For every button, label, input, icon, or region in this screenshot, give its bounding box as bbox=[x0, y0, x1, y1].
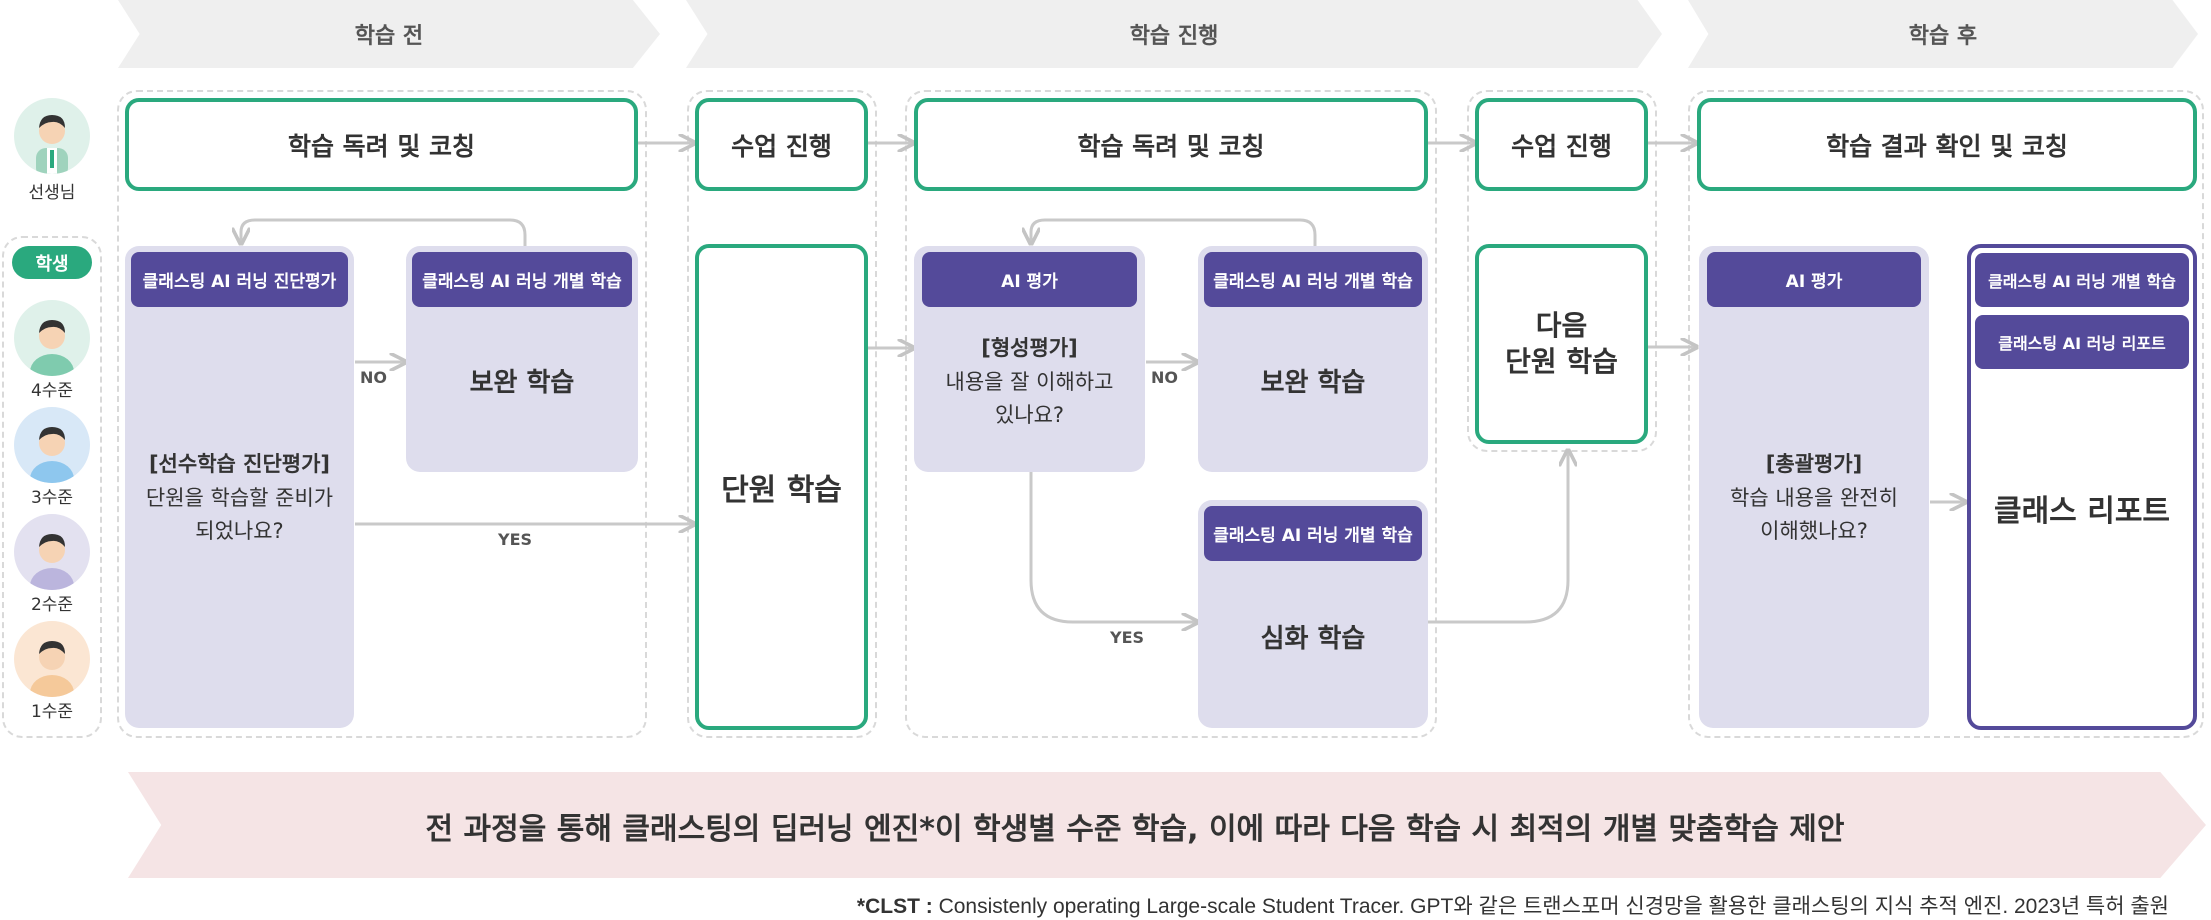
tag-individual-1: 클래스팅 AI 러닝 개별 학습 bbox=[412, 252, 632, 307]
label-yes-2: YES bbox=[1110, 628, 1145, 647]
section-before bbox=[117, 90, 647, 738]
phase-after: 학습 후 bbox=[1688, 0, 2198, 68]
tag-ai-report: 클래스팅 AI 러닝 리포트 bbox=[1975, 315, 2189, 369]
section-after bbox=[1688, 90, 2204, 738]
diagnostic-body-2: 되었나요? bbox=[195, 519, 284, 544]
level2-label: 2수준 bbox=[30, 595, 74, 615]
formative-body-1: 내용을 잘 이해하고 bbox=[945, 369, 1114, 394]
level4-label: 4수준 bbox=[30, 381, 74, 401]
level1-label: 1수준 bbox=[30, 702, 74, 722]
tag-ai-eval-2: AI 평가 bbox=[1707, 252, 1921, 307]
arrow-form-yes bbox=[1029, 472, 1196, 622]
header-coaching-during: 학습 독려 및 코칭 bbox=[914, 98, 1428, 191]
card-diagnostic: 클래스팅 AI 러닝 진단평가 [선수학습 진단평가] 단원을 학습할 준비가 … bbox=[125, 246, 354, 728]
footnote: *CLST : Consistenly operating Large-scal… bbox=[857, 890, 2169, 920]
summative-title: [총괄평가] bbox=[1765, 452, 1863, 476]
tag-ai-eval-2-label: AI 평가 bbox=[1785, 272, 1843, 292]
header-result-coaching-label: 학습 결과 확인 및 코칭 bbox=[1826, 131, 2068, 161]
arrow-deep-to-next bbox=[1428, 452, 1568, 624]
card-supplement-before: 클래스팅 AI 러닝 개별 학습 보완 학습 bbox=[406, 246, 638, 472]
phase-after-label: 학습 후 bbox=[1908, 24, 1978, 49]
students-group bbox=[2, 236, 102, 738]
card-advanced: 클래스팅 AI 러닝 개별 학습 심화 학습 bbox=[1198, 500, 1428, 728]
summary-banner-text: 전 과정을 통해 클래스팅의 딥러닝 엔진*이 학생별 수준 학습, 이에 따라… bbox=[425, 812, 1845, 847]
student-level4-avatar bbox=[14, 300, 90, 376]
section-coaching2 bbox=[905, 90, 1437, 738]
student-level1-avatar bbox=[14, 621, 90, 697]
diagnostic-body-1: 단원을 학습할 준비가 bbox=[145, 485, 334, 510]
next-unit-line-2: 단원 학습 bbox=[1505, 345, 1618, 378]
arrow-supp2-loop bbox=[1031, 218, 1317, 246]
header-coaching-before-label: 학습 독려 및 코칭 bbox=[287, 131, 476, 161]
teacher-icon bbox=[36, 115, 68, 174]
tag-individual-2: 클래스팅 AI 러닝 개별 학습 bbox=[1204, 252, 1422, 307]
card-supplement-during: 클래스팅 AI 러닝 개별 학습 보완 학습 bbox=[1198, 246, 1428, 472]
student-level2-avatar bbox=[14, 514, 90, 590]
formative-title: [형성평가] bbox=[981, 336, 1078, 360]
phase-before: 학습 전 bbox=[118, 0, 660, 68]
label-no-1: NO bbox=[360, 368, 387, 387]
student-level3-avatar bbox=[14, 407, 90, 483]
formative-text: [형성평가] 내용을 잘 이해하고 있나요? bbox=[914, 332, 1145, 433]
label-yes-1: YES bbox=[498, 530, 533, 549]
footnote-term: *CLST : bbox=[856, 895, 933, 918]
teacher-avatar bbox=[14, 98, 90, 174]
supplement-before-label: 보완 학습 bbox=[469, 368, 575, 398]
supplement-during-label: 보완 학습 bbox=[1260, 368, 1366, 398]
student-icon bbox=[30, 534, 74, 590]
diagnostic-text: [선수학습 진단평가] 단원을 학습할 준비가 되었나요? bbox=[125, 448, 354, 549]
student-badge-label: 학생 bbox=[35, 253, 69, 275]
summative-body-1: 학습 내용을 완전히 bbox=[1730, 485, 1898, 510]
next-unit-line-1: 다음 bbox=[1535, 308, 1588, 342]
tag-diagnostic-label: 클래스팅 AI 러닝 진단평가 bbox=[142, 272, 337, 292]
summative-text: [총괄평가] 학습 내용을 완전히 이해했나요? bbox=[1699, 448, 1929, 549]
teacher-label: 선생님 bbox=[28, 183, 76, 203]
card-class-report: 클래스팅 AI 러닝 개별 학습 클래스팅 AI 러닝 리포트 클래스 리포트 bbox=[1967, 244, 2197, 730]
arrow-supp1-loop bbox=[241, 218, 527, 246]
tag-ai-report-label: 클래스팅 AI 러닝 리포트 bbox=[1998, 334, 2166, 353]
student-badge: 학생 bbox=[12, 246, 92, 279]
card-formative: AI 평가 [형성평가] 내용을 잘 이해하고 있나요? bbox=[914, 246, 1145, 472]
summary-banner bbox=[128, 772, 2206, 878]
phase-during-label: 학습 진행 bbox=[1129, 24, 1219, 49]
formative-body-2: 있나요? bbox=[994, 403, 1065, 428]
header-coaching-during-label: 학습 독려 및 코칭 bbox=[1077, 131, 1265, 161]
tag-individual-4-label: 클래스팅 AI 러닝 개별 학습 bbox=[1988, 272, 2176, 291]
tag-ai-eval-1-label: AI 평가 bbox=[1001, 272, 1058, 292]
advanced-label: 심화 학습 bbox=[1260, 624, 1366, 654]
tag-individual-3: 클래스팅 AI 러닝 개별 학습 bbox=[1204, 506, 1422, 561]
tag-individual-4: 클래스팅 AI 러닝 개별 학습 bbox=[1975, 253, 2189, 307]
student-icon bbox=[30, 641, 74, 697]
phase-before-label: 학습 전 bbox=[354, 24, 424, 49]
header-coaching-before: 학습 독려 및 코칭 bbox=[125, 98, 638, 191]
student-icon bbox=[30, 427, 74, 483]
header-class-1: 수업 진행 bbox=[695, 98, 868, 191]
tag-ai-eval-1: AI 평가 bbox=[922, 252, 1137, 307]
card-summative: AI 평가 [총괄평가] 학습 내용을 완전히 이해했나요? bbox=[1699, 246, 1929, 728]
diagnostic-title: [선수학습 진단평가] bbox=[148, 452, 331, 476]
tag-individual-2-label: 클래스팅 AI 러닝 개별 학습 bbox=[1213, 272, 1413, 292]
phase-during: 학습 진행 bbox=[686, 0, 1662, 68]
tag-diagnostic: 클래스팅 AI 러닝 진단평가 bbox=[131, 252, 348, 307]
header-class-1-label: 수업 진행 bbox=[731, 131, 832, 161]
header-result-coaching: 학습 결과 확인 및 코칭 bbox=[1697, 98, 2197, 191]
footnote-text: Consistenly operating Large-scale Studen… bbox=[938, 895, 2169, 918]
label-no-2: NO bbox=[1151, 368, 1178, 387]
section-class1 bbox=[687, 90, 877, 738]
card-unit-learning: 단원 학습 bbox=[695, 244, 868, 730]
header-class-2: 수업 진행 bbox=[1475, 98, 1648, 191]
tag-individual-3-label: 클래스팅 AI 러닝 개별 학습 bbox=[1213, 526, 1413, 546]
unit-learning-label: 단원 학습 bbox=[721, 473, 842, 508]
class-report-label: 클래스 리포트 bbox=[1993, 494, 2171, 529]
card-next-unit: 다음 단원 학습 bbox=[1475, 244, 1648, 444]
header-class-2-label: 수업 진행 bbox=[1511, 131, 1612, 161]
student-icon bbox=[30, 320, 74, 376]
tag-individual-1-label: 클래스팅 AI 러닝 개별 학습 bbox=[422, 272, 622, 292]
level3-label: 3수준 bbox=[30, 488, 74, 508]
summative-body-2: 이해했나요? bbox=[1760, 519, 1868, 544]
